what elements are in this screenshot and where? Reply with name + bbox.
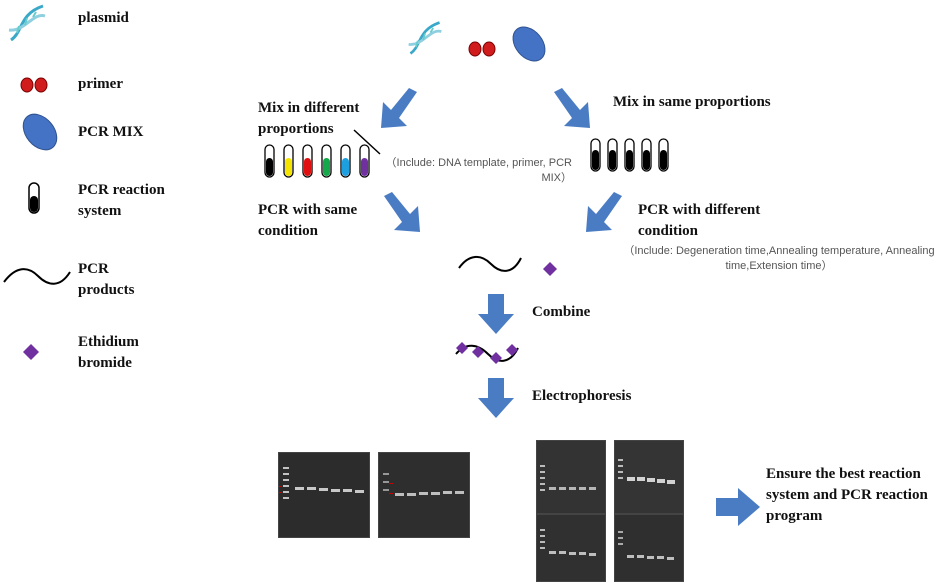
pcr-products-icon-flow	[458, 256, 522, 272]
arrow-down-combine	[478, 294, 514, 334]
primer-icon	[20, 77, 48, 93]
arrow-down-electrophoresis	[478, 378, 514, 418]
mix-different-label: Mix in different proportions	[258, 100, 360, 137]
legend-ethidium-label: Ethidium bromide	[78, 334, 139, 371]
pcr-same-label: PCR with same condition	[258, 202, 358, 239]
legend-products-label: PCR products	[78, 261, 135, 298]
ensure-label: Ensure the best reaction system and PCR …	[766, 466, 928, 524]
legend-reaction-system-label: PCR reaction system	[78, 182, 165, 219]
include-note: （Include: DNA template, primer, PCR MIX）	[385, 157, 572, 184]
tube-row-different	[264, 144, 376, 185]
arrow-down-right-2	[384, 192, 420, 232]
gel-image-3	[536, 440, 606, 514]
combine-label: Combine	[532, 304, 591, 320]
ethidium-bromide-icon-flow	[543, 262, 557, 276]
reaction-tube-icon	[28, 182, 40, 214]
black-tubes	[590, 138, 669, 172]
plasmid-icon-top	[408, 21, 442, 55]
gel-image-4	[614, 440, 684, 514]
colored-tubes	[264, 144, 370, 178]
legend-pcr-mix-label: PCR MIX	[78, 124, 144, 140]
primer-icon-top	[468, 41, 496, 57]
arrow-down-left-2	[586, 192, 622, 232]
gel-image-1	[278, 452, 370, 538]
pcr-different-label: PCR with different condition	[638, 202, 761, 239]
pcr-mix-icon-top	[512, 26, 546, 62]
condition-note: （Include: Degeneration time,Annealing te…	[623, 245, 935, 272]
arrow-down-right-1	[554, 88, 590, 128]
note-connector-line	[353, 129, 381, 155]
arrow-right-result	[716, 488, 760, 526]
pcr-products-icon	[3, 268, 71, 285]
combined-product-icon	[455, 342, 519, 364]
tube-row-same	[590, 138, 672, 179]
arrow-down-left-1	[381, 88, 417, 128]
ethidium-bromide-icon	[23, 344, 39, 360]
gel-image-2	[378, 452, 470, 538]
legend-plasmid-label: plasmid	[78, 10, 129, 26]
electrophoresis-label: Electrophoresis	[532, 388, 632, 404]
gel-image-6	[614, 514, 684, 582]
gel-image-5	[536, 514, 606, 582]
plasmid-icon	[8, 4, 46, 42]
legend-primer-label: primer	[78, 76, 123, 92]
pcr-mix-icon	[22, 113, 58, 151]
mix-same-label: Mix in same proportions	[613, 94, 771, 110]
